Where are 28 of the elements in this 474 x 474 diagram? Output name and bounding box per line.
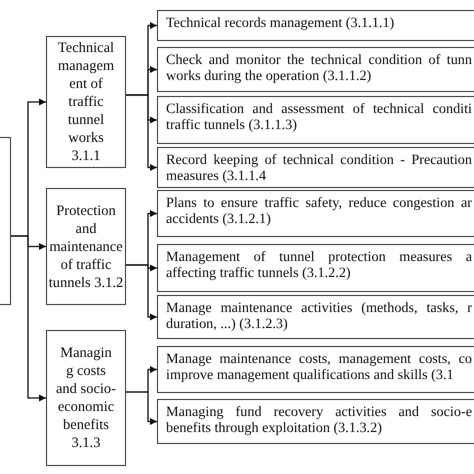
task-box: [157, 47, 474, 92]
connector-arrow: [126, 391, 157, 425]
task-box: [157, 190, 474, 237]
category-box: [46, 36, 126, 168]
box-text: Manage maintenance activities (methods, tasks, r duration, ...) (3.1.2.3): [166, 300, 472, 332]
category-box: [46, 188, 126, 305]
box-text: Technical records management (3.1.1.1): [166, 15, 396, 31]
box-text: Classification and assessment of technical conditi traffic tunnels (3.1.1.3): [166, 101, 472, 133]
task-box: [157, 244, 474, 292]
task-box: [157, 399, 474, 444]
connector-arrow: [11, 235, 46, 402]
box-text: Manage maintenance costs, management costs, co improve management qualifications and skills (3.1: [166, 351, 472, 383]
box-text: Protection and maintenance of traffic tunnels 3.1.2: [48, 202, 124, 292]
box-text: Managin g costs and socio- economic benefits 3.1.3: [56, 344, 116, 452]
task-box: [157, 295, 474, 339]
box-text: Plans to ensure traffic safety, reduce congestion ar accidents (3.1.2.1): [166, 195, 472, 227]
box-text: Check and monitor the technical condition of tunn works during the operation (3.1.1.2): [166, 52, 472, 84]
task-box: [157, 346, 474, 393]
box-text: Technical managem ent of traffic tunnel works 3.1.1: [56, 39, 116, 165]
box-text: Record keeping of technical condition - Precaution measures (3.1.1.4: [166, 152, 472, 184]
box-text: Management of tunnel protection measures a affecting traffic tunnels (3.1.2.2): [166, 249, 472, 281]
task-box: [157, 96, 474, 144]
category-box: [46, 330, 126, 466]
connector-arrow: [126, 94, 157, 171]
box-text: Managing fund recovery activities and socio-e benefits through exploitation (3.1.3.2): [166, 404, 472, 436]
connector-arrow: [126, 264, 157, 320]
task-box: [157, 10, 474, 41]
task-box: [157, 147, 474, 188]
